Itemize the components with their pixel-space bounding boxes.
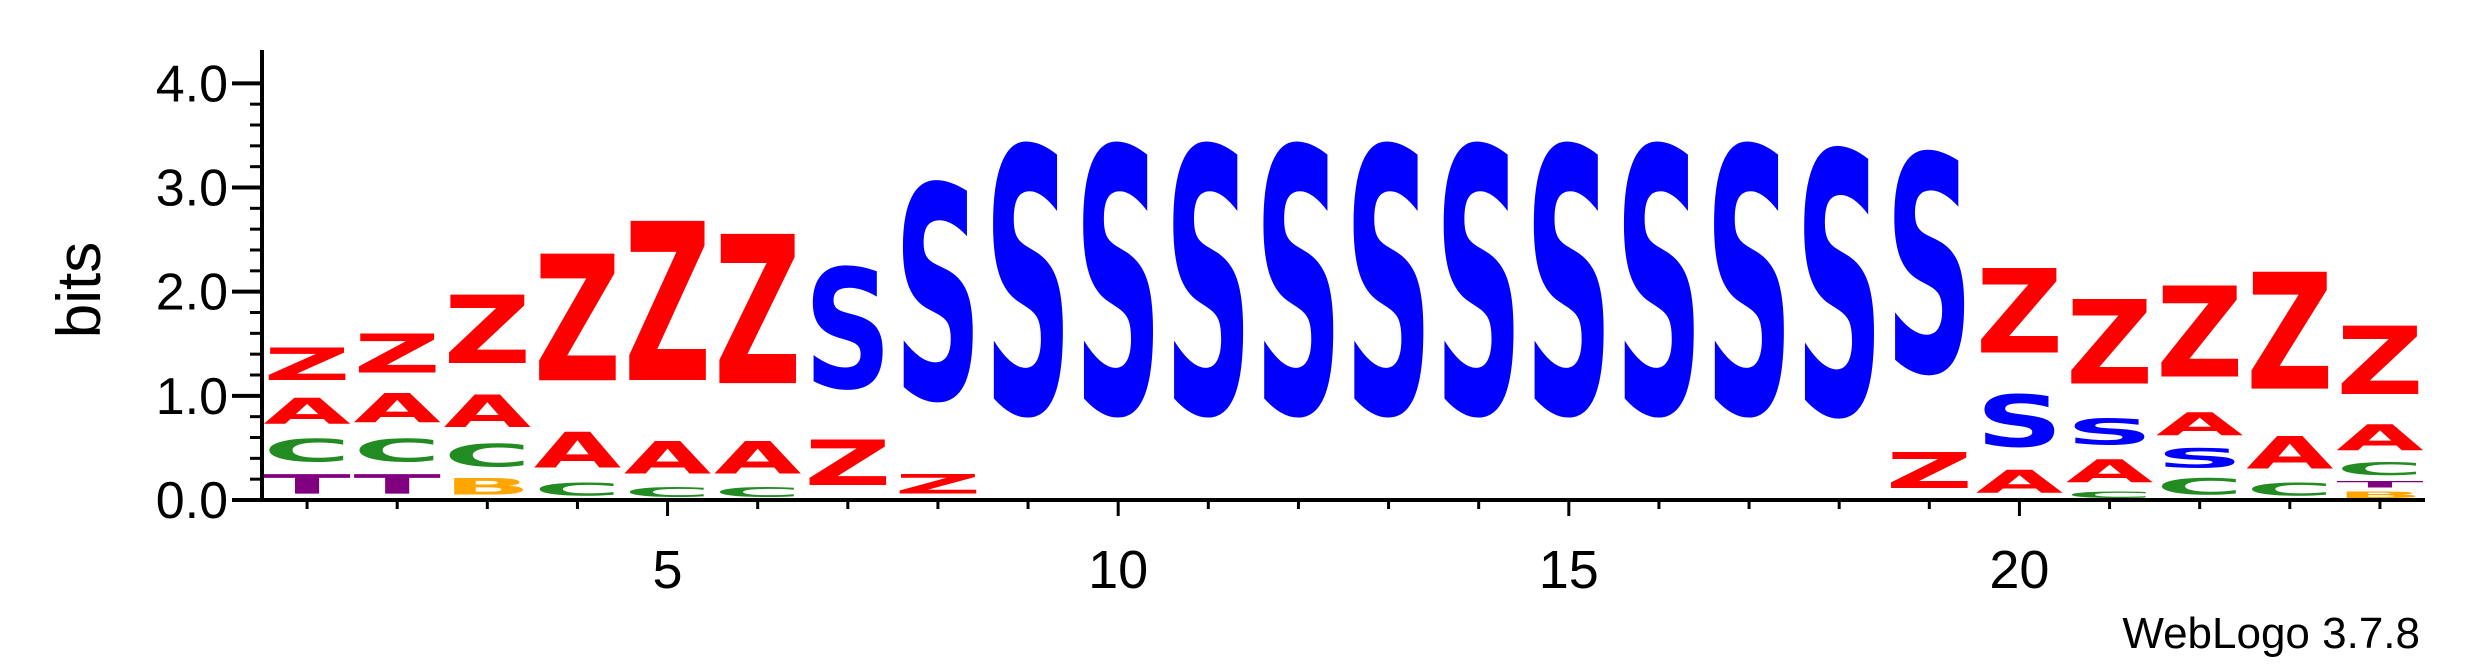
logo-letter: T xyxy=(2336,479,2423,489)
weblogo-credit: WebLogo 3.7.8 xyxy=(2122,609,2420,658)
x-ticks: 5 10 15 20 xyxy=(305,500,2382,600)
logo-letter: T xyxy=(263,469,350,500)
logo-letter: S xyxy=(894,126,981,468)
logo-letter: S xyxy=(1345,76,1432,500)
logo-letter: Z xyxy=(1886,443,1973,500)
logo-letter: C xyxy=(2156,474,2243,500)
logo-letter: A xyxy=(534,422,621,479)
logo-letter: Z xyxy=(2246,241,2333,427)
logo-letter: Z xyxy=(2066,276,2153,411)
logo-letter: C xyxy=(353,432,440,469)
y-tick-label: 2.0 xyxy=(156,264,228,322)
logo-letter: Z xyxy=(714,193,801,432)
logo-letter: C xyxy=(2246,479,2333,500)
y-tick-label: 3.0 xyxy=(156,160,228,218)
logo-letter: A xyxy=(353,385,441,432)
logo-letter: A xyxy=(714,433,801,485)
logo-letter: A xyxy=(2246,428,2333,480)
logo-letter: A xyxy=(2336,417,2424,459)
logo-letter: S xyxy=(804,236,891,427)
y-tick-label: 0.0 xyxy=(156,472,228,530)
logo-letter: Z xyxy=(534,220,621,422)
logo-letter: B xyxy=(2336,490,2423,500)
logo-letter: Z xyxy=(624,177,711,432)
logo-letter: S xyxy=(984,76,1071,500)
logo-letter: S xyxy=(1976,381,2063,463)
logo-letter: C xyxy=(714,484,801,500)
logo-letter: C xyxy=(2066,490,2153,500)
logo-letter: C xyxy=(444,437,531,474)
logo-letter: Z xyxy=(894,469,981,500)
logo-letter: Z xyxy=(353,323,440,385)
logo-letter: C xyxy=(534,479,621,500)
x-tick-label: 20 xyxy=(1989,540,2049,600)
y-tick-label: 1.0 xyxy=(156,368,228,426)
logo-letter: Z xyxy=(2336,308,2423,416)
logo-letter: Z xyxy=(263,339,350,390)
y-axis-title: bits xyxy=(45,242,114,338)
logo-letter: A xyxy=(2066,453,2153,489)
logo-letter: S xyxy=(1255,76,1342,500)
logo-letter: S xyxy=(1795,80,1882,500)
logo-letter: S xyxy=(1615,76,1702,500)
logo-letter: S xyxy=(1886,95,1973,442)
y-ticks: 0.0 1.0 2.0 3.0 4.0 xyxy=(156,55,262,530)
logo-letter: S xyxy=(1435,76,1522,500)
logo-letter: A xyxy=(1976,464,2063,500)
logo-letter: Z xyxy=(804,427,891,500)
logo-letter: S xyxy=(1705,76,1792,500)
logo-letter: A xyxy=(624,433,711,485)
x-tick-label: 10 xyxy=(1088,540,1148,600)
logo-letter: C xyxy=(2336,459,2423,480)
logo-letter: C xyxy=(263,432,350,469)
logo-letter: S xyxy=(1165,76,1252,500)
logo-letter: S xyxy=(2156,443,2243,474)
logo-letter: Z xyxy=(2156,260,2243,405)
logo-letter: S xyxy=(1525,76,1612,500)
logo-letter: A xyxy=(2156,406,2243,442)
logo-letter: Z xyxy=(1976,245,2063,380)
logo-letter: T xyxy=(353,469,440,500)
x-tick-label: 5 xyxy=(653,540,683,600)
logo-letter: Z xyxy=(444,277,531,385)
logo-letter: S xyxy=(1074,76,1161,500)
logo-letter: B xyxy=(444,474,531,500)
x-tick-label: 15 xyxy=(1539,540,1599,600)
logo-letter: A xyxy=(444,386,531,438)
logo-letter: S xyxy=(2066,412,2153,453)
logo-letter: C xyxy=(624,484,711,500)
y-tick-label: 4.0 xyxy=(156,55,228,113)
logo-letter: A xyxy=(263,391,351,433)
